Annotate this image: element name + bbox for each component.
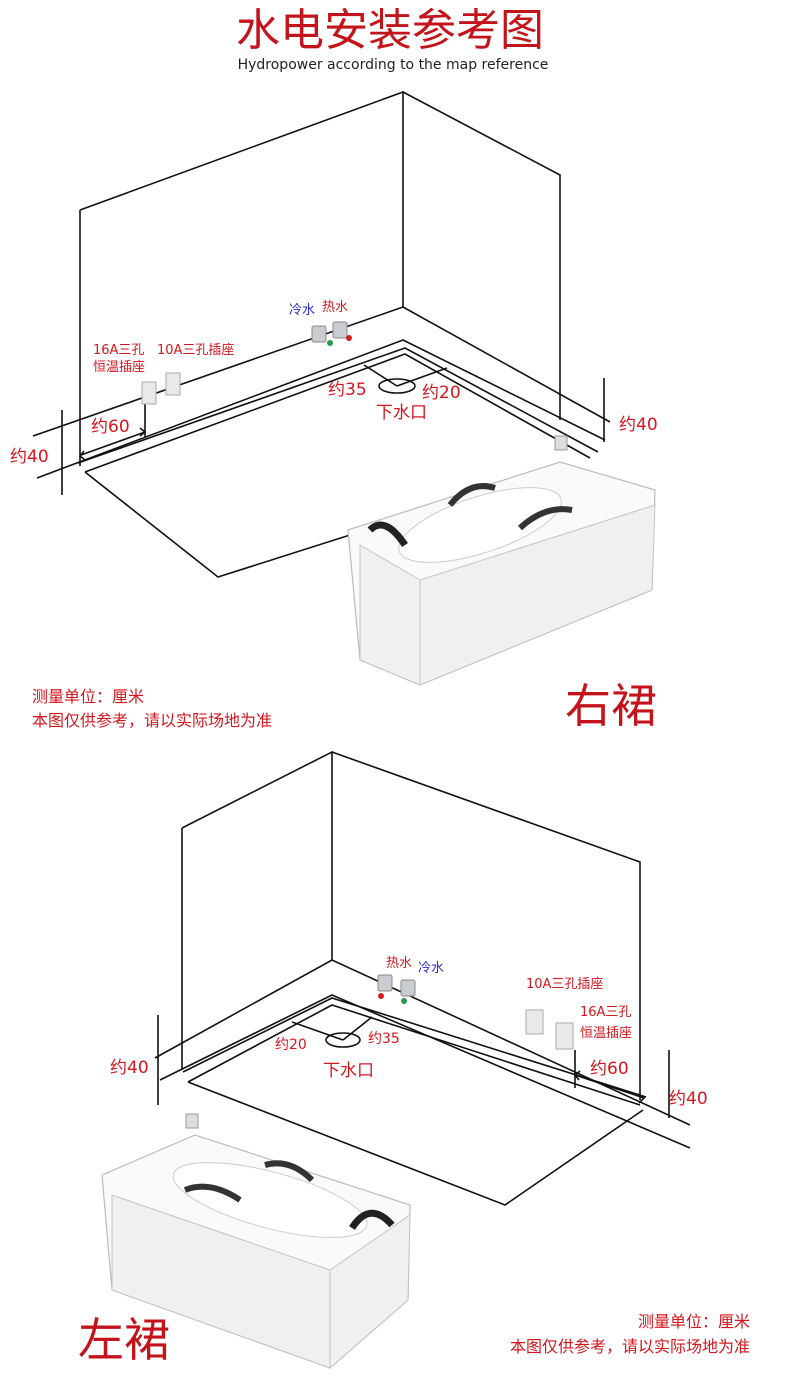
socket-16a-label-2: 恒温插座 (93, 360, 145, 375)
left-skirt-room (154, 750, 691, 1206)
note-unit: 测量单位：厘米 (32, 687, 144, 706)
hot-water-label: 热水 (322, 300, 348, 315)
right-skirt-label: 右裙 (565, 679, 657, 733)
page-subtitle: Hydropower according to the map referenc… (238, 57, 549, 73)
left-faucets (377, 974, 416, 1004)
socket-16a (141, 381, 157, 405)
right-faucets (311, 321, 352, 346)
socket-10a (525, 1009, 544, 1035)
dim-left: 约40 (10, 447, 49, 467)
socket-16a-label: 16A三孔 (580, 1005, 631, 1020)
note-reference: 本图仅供参考，请以实际场地为准 (510, 1337, 750, 1356)
socket-10a-label: 10A三孔插座 (157, 343, 234, 358)
dim-drain-b: 约20 (275, 1037, 307, 1053)
socket-16a-label: 16A三孔 (93, 343, 144, 358)
dim-socket: 约60 (91, 417, 130, 437)
drain-label: 下水口 (323, 1061, 374, 1081)
cold-water-label: 冷水 (289, 303, 315, 318)
dim-drain-a: 约35 (328, 380, 367, 400)
dim-right: 约40 (669, 1089, 708, 1109)
page-title: 水电安装参考图 (236, 5, 544, 56)
dim-drain-b: 约20 (422, 383, 461, 403)
note-reference: 本图仅供参考，请以实际场地为准 (32, 711, 272, 730)
socket-16a-label-2: 恒温插座 (580, 1026, 632, 1041)
left-skirt-bathtub (101, 1113, 411, 1370)
dim-drain-a: 约35 (368, 1031, 400, 1047)
cold-water-label: 冷水 (418, 961, 444, 976)
dim-socket: 约60 (590, 1059, 629, 1079)
right-skirt-bathtub (347, 435, 656, 686)
note-unit: 测量单位：厘米 (638, 1312, 750, 1331)
socket-16a (555, 1022, 574, 1050)
hot-water-label: 热水 (386, 956, 412, 971)
drain-label: 下水口 (376, 403, 427, 423)
socket-10a (165, 372, 181, 396)
socket-10a-label: 10A三孔插座 (526, 977, 603, 992)
dim-right: 约40 (619, 415, 658, 435)
left-skirt-label: 左裙 (78, 1313, 170, 1367)
dim-left: 约40 (110, 1058, 149, 1078)
